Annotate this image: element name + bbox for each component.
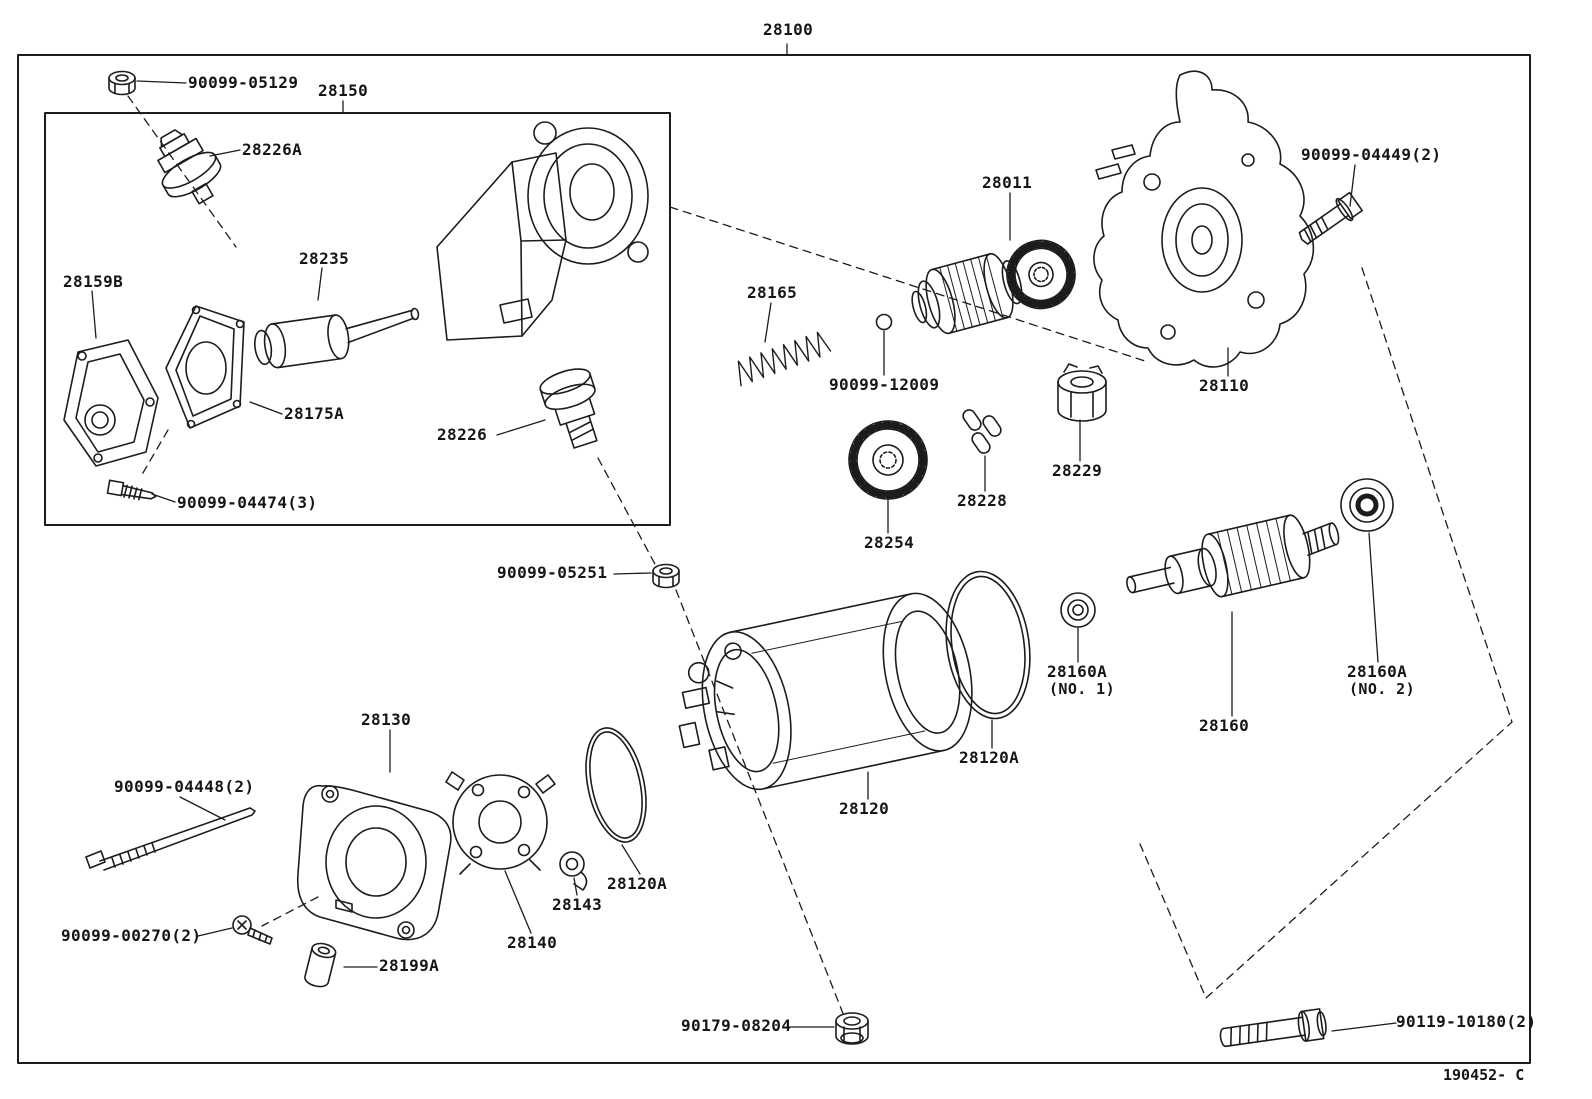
label-90099-04448: 90099-04448(2) (114, 777, 255, 796)
part-28175a-gasket-drawing (165, 305, 245, 429)
label-28110: 28110 (1199, 376, 1250, 395)
label-90099-05129: 90099-05129 (188, 73, 299, 92)
label-28143: 28143 (552, 895, 603, 914)
label-28254: 28254 (864, 533, 915, 552)
drawing-code: 190452- C (1443, 1066, 1525, 1084)
part-28110-drive-housing-drawing (1093, 70, 1315, 368)
part-28226-terminal-drawing (539, 368, 598, 449)
part-28120a-oring-no2-drawing (945, 570, 1031, 720)
part-28160a-bearing-no1-drawing (1060, 592, 1096, 628)
part-28011-clutch-drawing (911, 239, 1076, 335)
label-28226a: 28226A (242, 140, 303, 159)
label-28160a-no2: 28160A (1347, 662, 1408, 681)
assembly-dashed-lines (127, 95, 1513, 1017)
part-28140-brush-holder-drawing (445, 771, 556, 875)
label-90099-05251: 90099-05251 (497, 563, 608, 582)
part-90099-04449-bolt-drawing (1298, 191, 1363, 245)
label-28120a-left: 28120A (607, 874, 668, 893)
label-28120: 28120 (839, 799, 890, 818)
part-90179-08204-nut-drawing (835, 1012, 869, 1045)
part-90099-12009-ball-drawing (875, 313, 893, 331)
part-28150-housing-drawing (436, 121, 649, 449)
label-90099-04449: 90099-04449(2) (1301, 145, 1442, 164)
label-28011: 28011 (982, 173, 1033, 192)
label-90099-12009: 90099-12009 (829, 375, 940, 394)
part-28235-plunger-drawing (254, 307, 420, 369)
label-28235: 28235 (299, 249, 350, 268)
part-90099-04448-bolt-drawing (85, 807, 256, 871)
label-28229: 28229 (1052, 461, 1103, 480)
label-90119-10180: 90119-10180(2) (1396, 1012, 1537, 1031)
label-28160: 28160 (1199, 716, 1250, 735)
part-28199a-plug-drawing (304, 942, 337, 988)
part-28229-retainer-drawing (1057, 363, 1107, 422)
label-28120a-right: 28120A (959, 748, 1020, 767)
part-28120a-oring-no1-drawing (585, 727, 647, 843)
leader-lines (91, 43, 1397, 1032)
label-28160a-no1: 28160A (1047, 662, 1108, 681)
part-90099-05251-nut-drawing (652, 563, 680, 589)
label-90179-08204: 90179-08204 (681, 1016, 792, 1035)
part-28160-armature-drawing (1126, 514, 1340, 598)
part-28120-field-frame-drawing (678, 592, 973, 791)
label-28199a: 28199A (379, 956, 440, 975)
label-28228: 28228 (957, 491, 1008, 510)
part-28228-rollers-drawing (962, 409, 1002, 454)
label-90099-04474: 90099-04474(3) (177, 493, 318, 512)
label-28160a-no2-sub: (NO. 2) (1349, 680, 1416, 698)
part-28159b-cap-drawing (63, 339, 159, 467)
label-28140: 28140 (507, 933, 558, 952)
part-28165-spring-drawing (737, 331, 832, 387)
outer-border (17, 54, 1531, 1064)
label-28160a-no1-sub: (NO. 1) (1049, 680, 1116, 698)
part-90099-04474-bolt-drawing (106, 479, 157, 501)
part-90099-05129-nut-drawing (108, 70, 136, 96)
label-90099-00270: 90099-00270(2) (61, 926, 202, 945)
part-90119-10180-bolt-drawing (1219, 1008, 1327, 1048)
label-28165: 28165 (747, 283, 798, 302)
part-28130-end-cover-drawing (296, 784, 452, 941)
label-28175a: 28175A (284, 404, 345, 423)
label-28159b: 28159B (63, 272, 124, 291)
part-90099-00270-screw-drawing (232, 915, 273, 945)
part-28143-brush-spring-drawing (559, 851, 588, 891)
part-28226a-terminal-drawing (157, 129, 222, 205)
part-28254-gear-drawing (848, 420, 928, 500)
solenoid-group-box (44, 112, 671, 526)
label-assembly-28100: 28100 (763, 20, 814, 39)
label-28150: 28150 (318, 81, 369, 100)
part-28160a-bearing-no2-drawing (1340, 478, 1394, 532)
label-28130: 28130 (361, 710, 412, 729)
label-28226: 28226 (437, 425, 488, 444)
